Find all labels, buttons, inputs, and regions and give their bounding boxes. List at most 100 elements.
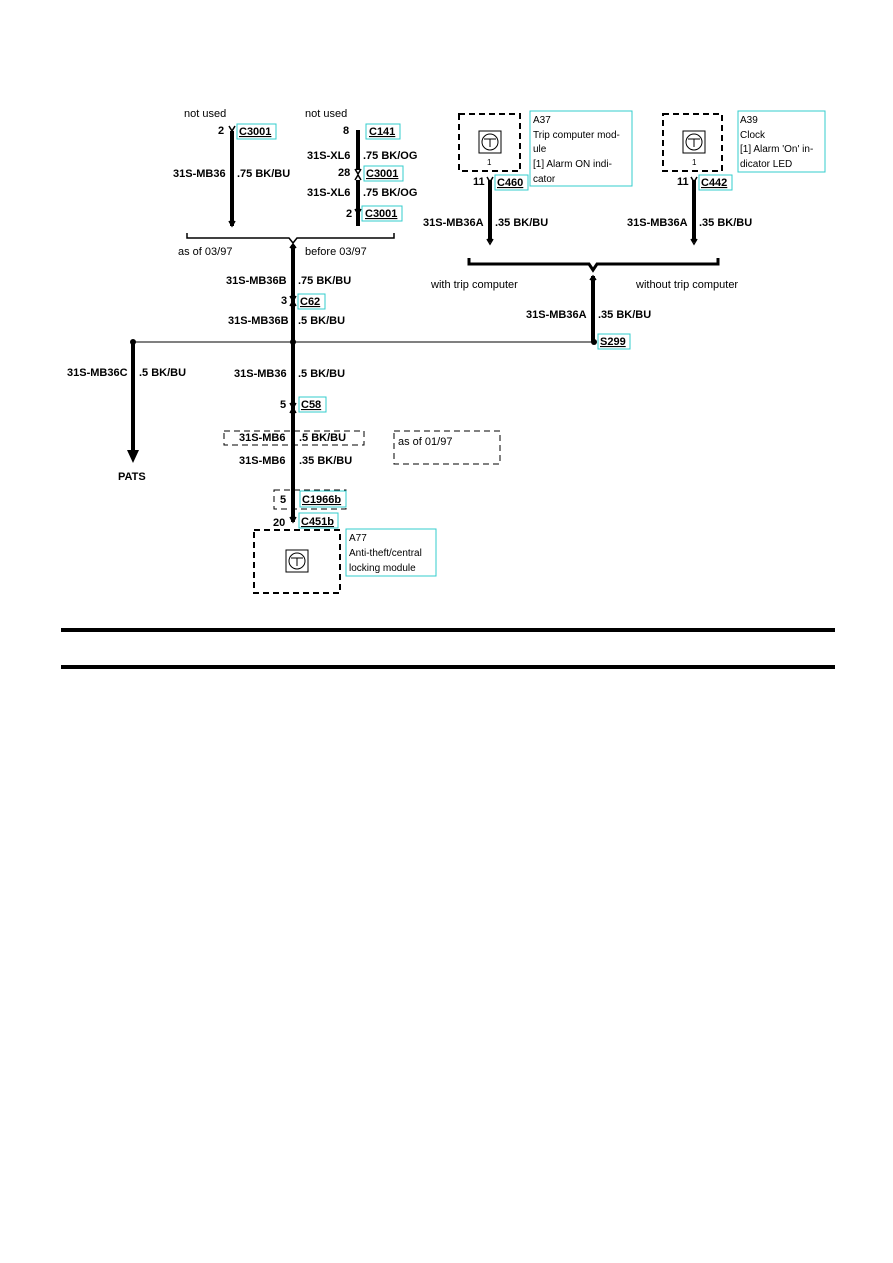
- transistor-icon-a39: [682, 130, 706, 154]
- pats-arrow-icon: [127, 450, 139, 463]
- connector-arrow-c451b: [289, 516, 297, 524]
- wire-spec-mb36a-center: .35 BK/BU: [598, 309, 651, 321]
- variant-label-with-trip: with trip computer: [430, 279, 518, 291]
- connector-c460: C460: [497, 177, 523, 189]
- wire-start-arrow-s299: [589, 274, 597, 281]
- connector-arrow-c62-out: [289, 299, 297, 307]
- wire-spec-mb36a-left: .35 BK/BU: [495, 217, 548, 229]
- wire-id-xl6-b: 31S-XL6: [307, 187, 350, 199]
- variant-brace-right: [467, 258, 720, 273]
- wire-id-mb36a-left: 31S-MB36A: [423, 217, 484, 229]
- transistor-icon-a77: [285, 549, 309, 573]
- separator-bar-top: [61, 628, 835, 632]
- module-a37-line-3: [1] Alarm ON indi-: [533, 159, 612, 170]
- wire-end-arrow-left: [228, 220, 236, 228]
- connector-box-c62: [297, 293, 326, 310]
- module-a37-line-1: Trip computer mod-: [533, 130, 620, 141]
- pin-c460: 11: [473, 176, 485, 188]
- module-a39-line-3: dicator LED: [740, 159, 792, 170]
- pin-c442: 11: [677, 176, 689, 188]
- wire-id-xl6-a: 31S-XL6: [307, 150, 350, 162]
- wire-spec-mb36c: .5 BK/BU: [139, 367, 186, 379]
- pin-c3001-left: 2: [218, 125, 224, 137]
- wire-end-arrow-a39: [690, 238, 698, 246]
- pin-c1966b: 5: [280, 494, 286, 506]
- pin-c58: 5: [280, 399, 286, 411]
- connector-c3001-mid: C3001: [366, 168, 398, 180]
- module-a77-line-2: locking module: [349, 563, 416, 574]
- connector-c3001-left: C3001: [239, 126, 271, 138]
- connector-box-c1966b: [299, 490, 347, 508]
- connector-arrow-c3001-mid-out: [354, 173, 362, 181]
- wire-id-mb36-top: 31S-MB36: [173, 168, 226, 180]
- separator-bar-bottom: [61, 665, 835, 669]
- connector-c442: C442: [701, 177, 727, 189]
- wire-end-arrow-a37: [486, 238, 494, 246]
- connector-c58: C58: [301, 399, 321, 411]
- module-a37-outline: [458, 113, 521, 172]
- variant-brace-left: [186, 233, 395, 245]
- wire-spec-xl6-b: .75 BK/OG: [363, 187, 417, 199]
- transistor-icon-a37: [478, 130, 502, 154]
- wire-spec-mb36b-a: .75 BK/BU: [298, 275, 351, 287]
- module-a39-outline: [662, 113, 723, 172]
- wire-id-mb36a-right: 31S-MB36A: [627, 217, 688, 229]
- connector-box-c3001-left: [236, 123, 277, 140]
- splice-s299: S299: [600, 336, 626, 348]
- not-used-label-left: not used: [184, 108, 226, 120]
- connector-c3001-low: C3001: [365, 208, 397, 220]
- wire-spec-mb6-b: .35 BK/BU: [299, 455, 352, 467]
- wire-id-mb36b-a: 31S-MB36B: [226, 275, 287, 287]
- pats-label: PATS: [118, 471, 146, 483]
- not-used-label-right: not used: [305, 108, 347, 120]
- wire-id-mb36c: 31S-MB36C: [67, 367, 128, 379]
- module-a77-outline: [253, 529, 341, 594]
- module-a77-label-box: [345, 528, 437, 577]
- connector-box-s299: [597, 333, 631, 350]
- wire-id-mb36b-b: 31S-MB36B: [228, 315, 289, 327]
- pin-c141: 8: [343, 125, 349, 137]
- connector-arrow-c3001-left: [228, 125, 236, 133]
- wire-id-mb6-b: 31S-MB6: [239, 455, 285, 467]
- connector-c1966b: C1966b: [302, 494, 341, 506]
- module-a77-line-1: Anti-theft/central: [349, 548, 422, 559]
- wire-spec-mb36-top: .75 BK/BU: [237, 168, 290, 180]
- module-a39-line-2: [1] Alarm 'On' in-: [740, 144, 813, 155]
- module-a39-label-box: [737, 110, 826, 173]
- module-a39-code: A39: [740, 115, 758, 126]
- wire-spec-mb36b-b: .5 BK/BU: [298, 315, 345, 327]
- wire-id-mb6-a: 31S-MB6: [239, 432, 285, 444]
- variant-label-as-of-0197: as of 01/97: [398, 436, 452, 448]
- module-a37-code: A37: [533, 115, 551, 126]
- module-a39-pin: 1: [692, 158, 697, 167]
- connector-box-c451b: [298, 512, 339, 529]
- module-a37-label-box: [529, 110, 633, 187]
- pin-c62: 3: [281, 295, 287, 307]
- pin-c451b: 20: [273, 517, 285, 529]
- variant-label-before-0397: before 03/97: [305, 246, 367, 258]
- variant-label-as-of-0397: as of 03/97: [178, 246, 232, 258]
- connector-box-c58: [298, 396, 327, 413]
- connector-box-c442: [698, 174, 733, 191]
- variant-label-without-trip: without trip computer: [635, 279, 738, 291]
- wire-spec-mb36a-right: .35 BK/BU: [699, 217, 752, 229]
- module-a37-line-4: cator: [533, 174, 556, 185]
- wire-spec-xl6-a: .75 BK/OG: [363, 150, 417, 162]
- connector-arrow-c58-out: [289, 406, 297, 414]
- wire-spec-mb6-a: .5 BK/BU: [299, 432, 346, 444]
- wire-id-mb36a-center: 31S-MB36A: [526, 309, 587, 321]
- module-a37-line-2: ule: [533, 144, 547, 155]
- connector-box-c3001-low: [361, 205, 403, 222]
- connector-box-c3001-mid: [363, 165, 404, 182]
- connector-c451b: C451b: [301, 516, 334, 528]
- pin-c3001-low: 2: [346, 208, 352, 220]
- connector-c62: C62: [300, 296, 320, 308]
- module-a77-code: A77: [349, 533, 367, 544]
- module-a39-line-1: Clock: [740, 130, 766, 141]
- pin-c3001-mid: 28: [338, 167, 350, 179]
- connector-box-c141: [365, 123, 401, 140]
- connector-box-c460: [494, 174, 529, 191]
- wire-id-mb36-mid: 31S-MB36: [234, 368, 287, 380]
- dashed-box-mb6-variant: [223, 430, 365, 446]
